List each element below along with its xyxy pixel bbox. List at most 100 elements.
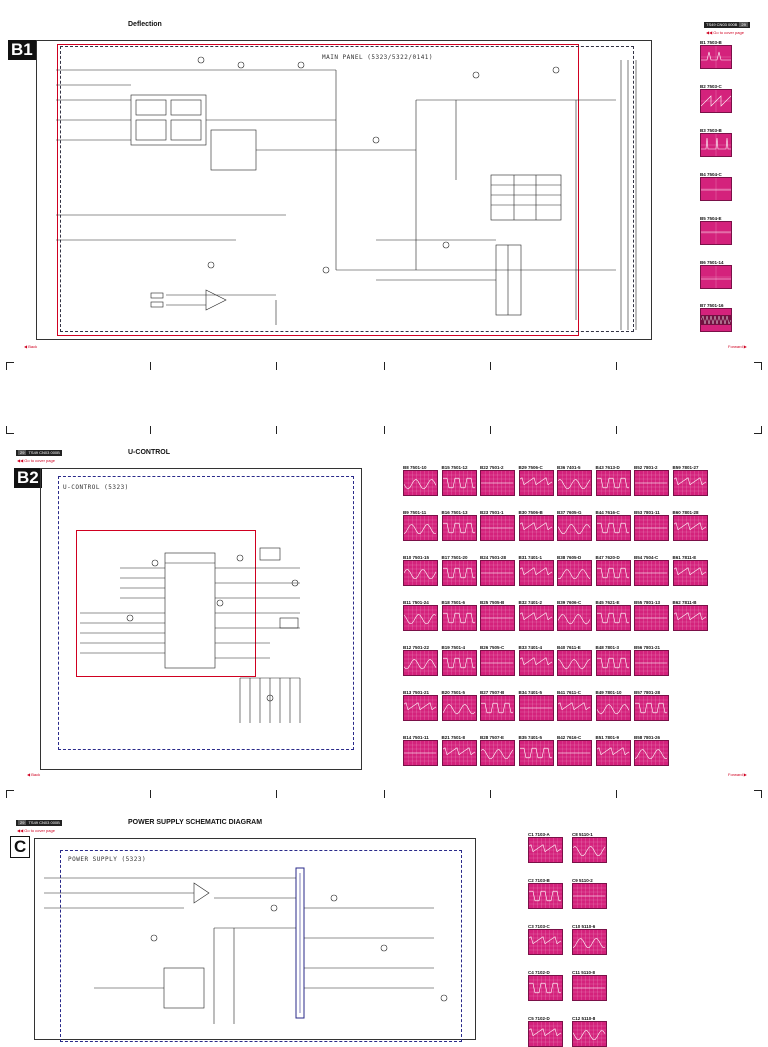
scope-trace	[404, 606, 437, 630]
forward-link[interactable]: Forward ▶	[728, 772, 747, 777]
crop-mark	[150, 426, 151, 434]
scope-trace	[481, 561, 514, 585]
scope-screen	[480, 740, 515, 766]
waveform-thumbnail: C2 7103-B	[528, 878, 563, 909]
waveform-thumbnail: B28 7507-E	[480, 735, 515, 766]
waveform-thumbnail: C12 5110-8	[572, 1016, 607, 1047]
page-number: 29	[739, 22, 748, 27]
waveform-label: B29 7506-C	[518, 465, 543, 470]
waveform-label: B35 7401-5	[518, 735, 543, 740]
scope-screen	[595, 695, 631, 721]
back-link[interactable]: ◀ Back	[24, 344, 37, 349]
waveform-label: B36 7401-5	[557, 465, 581, 470]
waveform-label: B9 7501-11	[403, 510, 427, 515]
scope-screen	[403, 695, 438, 721]
waveform-thumbnail: B20 7501-5	[441, 690, 477, 721]
scope-screen	[518, 560, 554, 586]
back-link[interactable]: ◀ Back	[27, 772, 40, 777]
waveform-label: B40 7611-E	[557, 645, 581, 650]
scope-screen	[518, 515, 554, 541]
waveform-label: B42 7616-C	[557, 735, 582, 740]
schematic-frame	[36, 40, 652, 340]
waveform-thumbnail: B24 7501-28	[480, 555, 515, 586]
scope-trace	[519, 606, 553, 630]
cover-page-link[interactable]: ◀◀ Go to cover page	[706, 30, 744, 35]
scope-trace	[442, 651, 476, 675]
waveform-thumbnail: B18 7501-6	[441, 600, 477, 631]
waveform-thumbnail: C8 5110-1	[572, 832, 607, 863]
forward-link[interactable]: Forward ▶	[728, 344, 747, 349]
scope-trace	[519, 741, 553, 765]
scope-screen	[700, 221, 732, 245]
crop-mark	[761, 426, 762, 434]
scope-screen	[672, 560, 708, 586]
waveform-thumbnail: B45 7621-E	[595, 600, 631, 631]
waveform-label: B12 7501-22	[403, 645, 430, 650]
waveform-thumbnail: B3 7503-B	[700, 128, 732, 157]
scope-trace	[481, 696, 514, 720]
cover-page-label: Go to cover page	[24, 458, 55, 463]
scope-screen	[572, 975, 607, 1001]
scope-screen	[700, 177, 732, 201]
waveform-label: C9 5110-2	[572, 878, 593, 883]
waveform-label: B10 7501-15	[403, 555, 430, 560]
waveform-thumbnail: B59 7801-27	[672, 465, 708, 496]
scope-trace	[481, 651, 514, 675]
scope-screen	[518, 695, 554, 721]
cover-page-link[interactable]: ◀◀ Go to cover page	[17, 828, 55, 833]
double-chevron-left-icon: ◀◀	[17, 458, 25, 463]
waveform-label: B41 7611-C	[557, 690, 582, 695]
waveform-thumbnail: B53 7801-11	[634, 510, 669, 541]
scope-trace	[558, 606, 591, 630]
scope-screen	[518, 470, 554, 496]
waveform-thumbnail: B14 7501-11	[403, 735, 438, 766]
cover-page-link[interactable]: ◀◀ Go to cover page	[17, 458, 55, 463]
waveform-label: B25 7505-B	[480, 600, 505, 605]
waveform-label: C10 5110-6	[572, 924, 596, 929]
scope-trace	[673, 471, 707, 495]
scope-screen	[403, 515, 438, 541]
scope-screen	[528, 837, 563, 863]
waveform-thumbnail: B21 7501-8	[441, 735, 477, 766]
waveform-thumbnail: B4 7504-C	[700, 172, 732, 201]
scope-trace	[573, 1022, 606, 1046]
waveform-label: B20 7501-5	[441, 690, 466, 695]
waveform-thumbnail: B58 7801-26	[634, 735, 669, 766]
waveform-thumbnail: B38 7605-D	[557, 555, 592, 586]
waveform-label: B16 7501-13	[441, 510, 468, 515]
waveform-thumbnail: B11 7501-24	[403, 600, 438, 631]
scope-trace	[558, 741, 591, 765]
waveform-label: B33 7401-4	[518, 645, 543, 650]
crop-mark	[490, 426, 491, 434]
waveform-thumbnail: C5 7102-D	[528, 1016, 563, 1047]
section-title: U-CONTROL	[128, 449, 170, 456]
scope-trace	[558, 471, 591, 495]
waveform-label: B58 7801-26	[634, 735, 661, 740]
waveform-label: B19 7501-4	[441, 645, 466, 650]
scope-trace	[573, 930, 606, 954]
doc-code: TS49 CN03 000B	[28, 450, 60, 455]
waveform-label: B14 7501-11	[403, 735, 429, 740]
forward-label: Forward	[728, 344, 743, 349]
waveform-thumbnail: B23 7501-1	[480, 510, 515, 541]
waveform-thumbnail: B32 7401-2	[518, 600, 554, 631]
scope-screen	[441, 560, 477, 586]
waveform-thumbnail: B36 7401-5	[557, 465, 592, 496]
waveform-label: B18 7501-6	[441, 600, 466, 605]
section-title: Deflection	[128, 21, 162, 28]
waveform-label: B45 7621-E	[595, 600, 620, 605]
scope-screen	[672, 605, 708, 631]
scope-screen	[700, 133, 732, 157]
scope-trace	[558, 651, 591, 675]
scope-screen	[557, 470, 592, 496]
scope-trace	[442, 516, 476, 540]
crop-mark	[616, 790, 617, 798]
scope-trace	[519, 561, 553, 585]
scope-trace	[529, 976, 562, 1000]
waveform-label: C12 5110-8	[572, 1016, 596, 1021]
scope-screen	[700, 308, 732, 332]
scope-trace	[404, 696, 437, 720]
scope-trace	[404, 516, 437, 540]
scope-screen	[528, 883, 563, 909]
waveform-label: B62 7811-B	[672, 600, 697, 605]
